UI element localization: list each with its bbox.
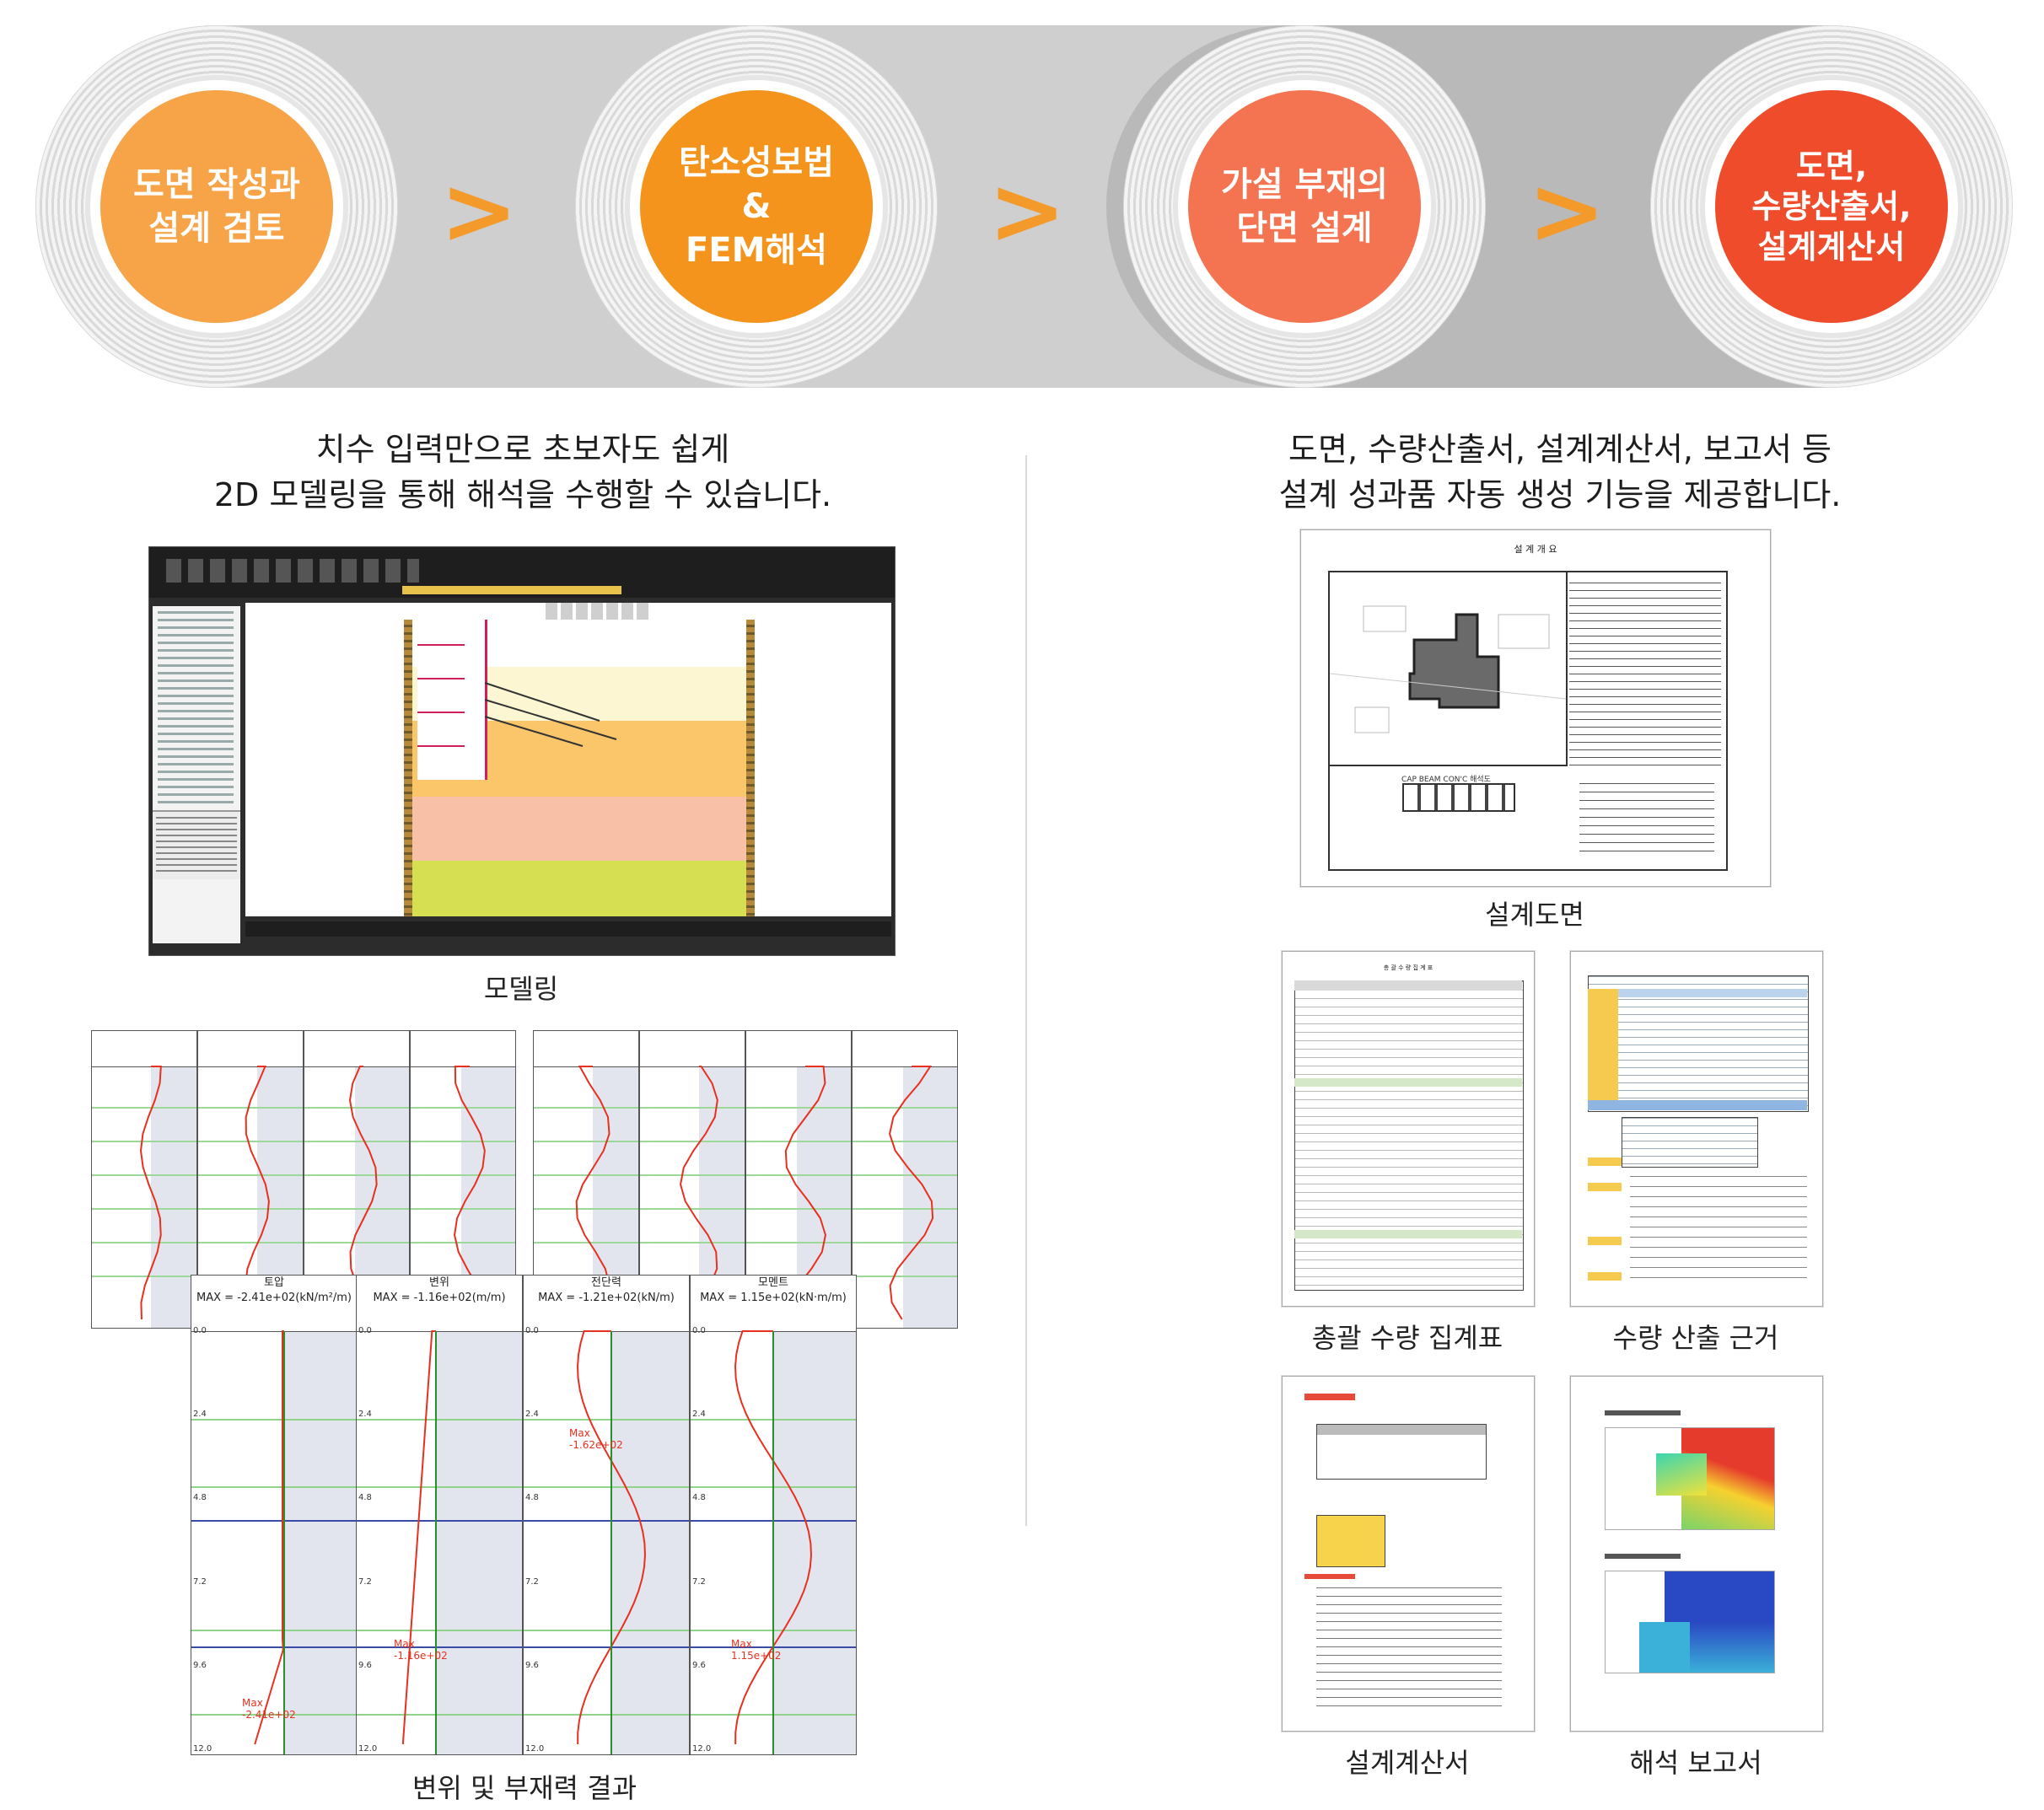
depth-tick-label: 4.8 — [525, 1493, 539, 1503]
depth-tick-label: 7.2 — [525, 1576, 539, 1587]
soil-layer-3 — [412, 797, 746, 861]
result-panel-title: 토압 — [264, 1276, 284, 1289]
small-result-panel — [852, 1030, 958, 1329]
design-drawing-label: 설계도면 — [1485, 899, 1584, 931]
analysis-report-label: 해석 보고서 — [1629, 1747, 1762, 1779]
wall-left — [404, 620, 412, 916]
max-annotation: Max -1.62e+02 — [569, 1427, 623, 1451]
left-caption: 치수 입력만으로 초보자도 쉽게 2D 모델링을 통해 해석을 수행할 수 있습… — [213, 431, 832, 513]
contour-plot-2 — [1605, 1571, 1775, 1673]
soil-layer-4 — [412, 861, 746, 916]
step-3-label: 가설 부재의 단면 설계 — [1188, 90, 1421, 323]
right-caption: 도면, 수량산출서, 설계계산서, 보고서 등 설계 성과품 자동 생성 기능을… — [1278, 431, 1842, 513]
quantity-summary-label: 총괄 수량 집계표 — [1311, 1322, 1503, 1354]
chevron-right-icon: > — [440, 157, 519, 265]
depth-tick-label: 7.2 — [193, 1576, 207, 1587]
result-panel-4[interactable]: 모멘트 MAX = 1.15e+02(kN·m/m) 0.0 2.4 4.8 7.2 9.6… — [690, 1275, 857, 1755]
max-annotation: Max -2.41e+02 — [242, 1697, 296, 1721]
max-annotation: Max -1.16e+02 — [394, 1638, 448, 1662]
section-divider — [1025, 455, 1027, 1526]
depth-tick-label: 9.6 — [358, 1660, 372, 1670]
depth-tick-label: 12.0 — [193, 1744, 212, 1754]
model-canvas[interactable] — [245, 603, 891, 916]
drawing-note: CAP BEAM CON'C 해석도 — [1401, 776, 1491, 784]
result-curve — [401, 1330, 436, 1745]
depth-tick-label: 2.4 — [193, 1410, 207, 1420]
depth-tick-label: 9.6 — [525, 1660, 539, 1670]
depth-tick-label: 4.8 — [692, 1493, 706, 1503]
result-panel-max: MAX = -1.16e+02(m/m) — [373, 1292, 506, 1304]
result-panel-header: 변위 MAX = -1.16e+02(m/m) — [357, 1276, 522, 1332]
design-drawing-doc[interactable]: 설 계 개 요 CAP BEAM CON'C 해석도 — [1300, 529, 1771, 887]
step-4: 도면, 수량산출서, 설계계산서 — [1650, 25, 2013, 388]
design-calculation-doc[interactable] — [1282, 1376, 1535, 1732]
analysis-report-doc[interactable] — [1570, 1376, 1823, 1732]
modeling-window — [148, 546, 896, 956]
chevron-right-icon: > — [988, 157, 1067, 265]
result-panel-2[interactable]: 변위 MAX = -1.16e+02(m/m) 0.0 2.4 4.8 7.2 9.6 12.… — [356, 1275, 523, 1755]
step-3: 가설 부재의 단면 설계 — [1123, 25, 1486, 388]
depth-tick-label: 0.0 — [692, 1326, 706, 1335]
model-tree[interactable] — [153, 606, 240, 943]
depth-tick-label: 0.0 — [193, 1326, 207, 1335]
quantity-basis-label: 수량 산출 근거 — [1612, 1322, 1779, 1354]
step-2-label: 탄소성보법 & FEM해석 — [640, 90, 873, 323]
result-curve — [577, 1330, 646, 1745]
step-1-label: 도면 작성과 설계 검토 — [100, 90, 333, 323]
depth-tick-label: 9.6 — [193, 1660, 207, 1670]
depth-tick-label: 2.4 — [358, 1410, 372, 1420]
depth-tick-label: 12.0 — [692, 1744, 712, 1754]
anchor-lines — [417, 644, 617, 747]
wall-right — [746, 620, 755, 916]
depth-tick-label: 2.4 — [692, 1410, 706, 1420]
result-panel-title: 전단력 — [591, 1276, 621, 1289]
step-1: 도면 작성과 설계 검토 — [35, 25, 398, 388]
depth-tick-label: 12.0 — [525, 1744, 545, 1754]
step-2: 탄소성보법 & FEM해석 — [575, 25, 938, 388]
depth-tick-label: 7.2 — [692, 1576, 706, 1587]
depth-tick-label: 4.8 — [358, 1493, 372, 1503]
properties-panel[interactable] — [153, 810, 240, 879]
quantity-summary-doc[interactable]: 총 괄 수 량 집 계 표 — [1282, 951, 1535, 1307]
result-panel-title: 모멘트 — [758, 1276, 788, 1289]
result-panel-header: 토압 MAX = -2.41e+02(kN/m²/m) — [191, 1276, 357, 1332]
result-curve — [734, 1330, 812, 1745]
result-panel-header: 모멘트 MAX = 1.15e+02(kN·m/m) — [691, 1276, 856, 1332]
max-annotation: Max 1.15e+02 — [731, 1638, 782, 1662]
depth-tick-label: 4.8 — [193, 1493, 207, 1503]
depth-tick-label: 12.0 — [358, 1744, 378, 1754]
results-label: 변위 및 부재력 결과 — [411, 1772, 637, 1804]
contour-plot-1 — [1605, 1427, 1775, 1530]
depth-tick-label: 0.0 — [525, 1326, 539, 1335]
quantity-summary-title: 총 괄 수 량 집 계 표 — [1383, 964, 1433, 971]
design-calculation-label: 설계계산서 — [1345, 1747, 1470, 1779]
design-drawing-title: 설 계 개 요 — [1514, 544, 1557, 555]
process-band: 도면 작성과 설계 검토 > 탄소성보법 & FEM해석 > 가설 부재의 단면… — [35, 25, 2013, 388]
depth-tick-label: 2.4 — [525, 1410, 539, 1420]
building-block — [546, 603, 650, 620]
result-panel-max: MAX = -1.21e+02(kN/m) — [538, 1292, 675, 1304]
result-panel-3[interactable]: 전단력 MAX = -1.21e+02(kN/m) 0.0 2.4 4.8 7.2 9.6 1… — [523, 1275, 690, 1755]
small-result-panel — [91, 1030, 197, 1329]
ribbon-toolbar — [149, 547, 895, 598]
site-plan — [1330, 605, 1566, 733]
result-panel-title: 변위 — [429, 1276, 449, 1289]
status-bar — [245, 921, 891, 937]
depth-tick-label: 7.2 — [358, 1576, 372, 1587]
result-panel-1[interactable]: 토압 MAX = -2.41e+02(kN/m²/m) 0.0 2.4 4.8 7.2 9.… — [191, 1275, 358, 1755]
result-curve — [254, 1330, 284, 1745]
result-panel-max: MAX = -2.41e+02(kN/m²/m) — [196, 1292, 352, 1304]
result-panel-max: MAX = 1.15e+02(kN·m/m) — [700, 1292, 847, 1304]
quantity-basis-doc[interactable] — [1570, 951, 1823, 1307]
depth-tick-label: 0.0 — [358, 1326, 372, 1335]
modeling-label: 모델링 — [483, 973, 559, 1005]
step-4-label: 도면, 수량산출서, 설계계산서 — [1715, 90, 1948, 323]
depth-tick-label: 9.6 — [692, 1660, 706, 1670]
chevron-right-icon: > — [1528, 157, 1606, 265]
